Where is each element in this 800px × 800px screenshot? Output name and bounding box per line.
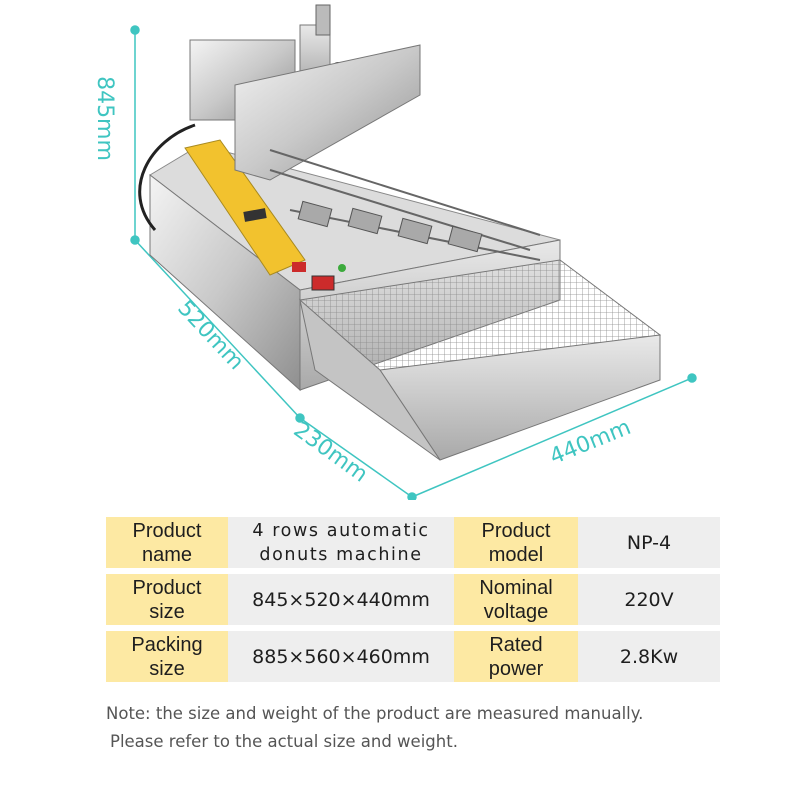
value-text: 220V xyxy=(624,588,674,611)
nominal-voltage-value: 220V xyxy=(578,574,720,625)
label-text: Rated power xyxy=(488,633,544,680)
rated-power-label: Rated power xyxy=(454,631,578,682)
table-row: Packing size 885×560×460mm Rated power 2… xyxy=(106,631,720,682)
rated-power-value: 2.8Kw xyxy=(578,631,720,682)
donut-machine-drawing xyxy=(130,4,697,502)
packing-size-value: 885×560×460mm xyxy=(228,631,454,682)
product-model-value: NP-4 xyxy=(578,517,720,568)
note-line-1: Note: the size and weight of the product… xyxy=(106,704,644,723)
label-text: Product name xyxy=(132,519,202,566)
value-text: 4 rows automatic donuts machine xyxy=(252,520,430,565)
packing-size-label: Packing size xyxy=(106,631,228,682)
value-text: NP-4 xyxy=(626,531,672,554)
label-text: Product model xyxy=(481,519,551,566)
label-text: Packing size xyxy=(131,633,203,680)
product-name-value: 4 rows automatic donuts machine xyxy=(228,517,454,568)
machine-body xyxy=(138,4,662,461)
note-line-2: Please refer to the actual size and weig… xyxy=(110,732,458,751)
nominal-voltage-label: Nominal voltage xyxy=(454,574,578,625)
product-name-label: Product name xyxy=(106,517,228,568)
value-text: 885×560×460mm xyxy=(252,645,430,668)
product-size-label: Product size xyxy=(106,574,228,625)
specs-table: Product name 4 rows automatic donuts mac… xyxy=(106,511,720,688)
label-text: Product size xyxy=(132,576,202,623)
product-size-value: 845×520×440mm xyxy=(228,574,454,625)
table-row: Product size 845×520×440mm Nominal volta… xyxy=(106,574,720,625)
height-dimension-label: 845mm xyxy=(91,76,117,161)
measurement-note: Note: the size and weight of the product… xyxy=(106,700,746,756)
table-row: Product name 4 rows automatic donuts mac… xyxy=(106,517,720,568)
label-text: Nominal voltage xyxy=(479,576,553,623)
value-text: 2.8Kw xyxy=(619,645,679,668)
product-illustration: 845mm 520mm 230mm 440mm xyxy=(91,4,697,502)
value-text: 845×520×440mm xyxy=(252,588,430,611)
dimension-lines xyxy=(130,25,697,502)
product-model-label: Product model xyxy=(454,517,578,568)
